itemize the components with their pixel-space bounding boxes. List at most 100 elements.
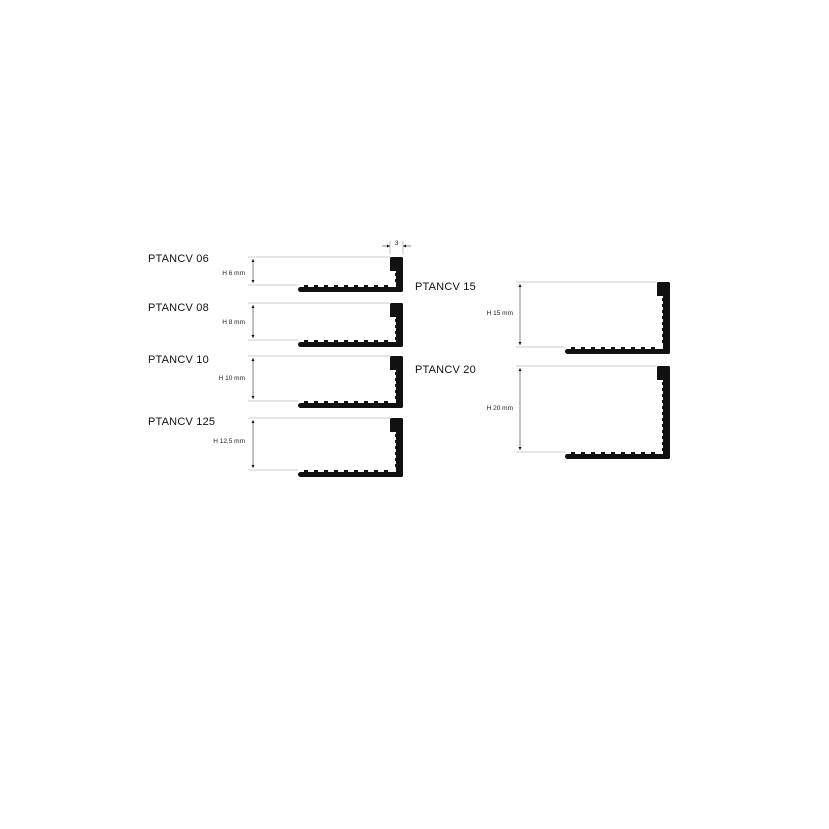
profile-10-section-flange	[298, 403, 403, 408]
profile-125: PTANCV 125 H 12,5 mm	[148, 416, 403, 477]
profile-15-name: PTANCV 15	[415, 281, 476, 293]
profile-10-section-base-serration	[304, 401, 308, 403]
profile-08-section-base-serration	[344, 340, 348, 342]
profile-06-section-base-serration	[384, 285, 388, 287]
profile-125-section-serration	[395, 464, 398, 467]
profile-20-section-serration	[662, 394, 665, 397]
profile-20-section-base-serration	[631, 452, 635, 454]
profile-10-section-base-serration	[334, 401, 338, 403]
profile-06-section-serration	[395, 273, 398, 276]
profile-125-section-serration	[395, 434, 398, 437]
profile-125-section-base-serration	[364, 470, 368, 472]
profile-10-section-base-serration	[314, 401, 318, 403]
profile-08-section-base-serration	[334, 340, 338, 342]
profile-20-section-serration	[662, 424, 665, 427]
profile-06-section-flange	[298, 287, 403, 292]
profile-06-section-inner-cut	[390, 271, 396, 287]
profile-06-name: PTANCV 06	[148, 253, 209, 265]
profile-08-section-base-serration	[364, 340, 368, 342]
profile-06-section	[298, 257, 403, 292]
profile-06-section-base-serration	[304, 285, 308, 287]
profile-10-section-base-serration	[324, 401, 328, 403]
profile-08-section-serration	[395, 331, 398, 334]
profile-125-section-flange	[298, 472, 403, 477]
profile-06-section-base-serration	[344, 285, 348, 287]
profile-06-section-base-serration	[364, 285, 368, 287]
profile-15-section-serration	[662, 340, 665, 343]
profile-125-section-serration	[395, 440, 398, 443]
profile-15-section-serration	[662, 310, 665, 313]
profile-20: PTANCV 20 H 20 mm	[415, 364, 670, 459]
profile-15-section-base-serration	[621, 347, 625, 349]
profile-06-section-base-serration	[334, 285, 338, 287]
profile-125-section-base-serration	[304, 470, 308, 472]
profile-10-section-serration	[395, 384, 398, 387]
profile-10-section-base-serration	[364, 401, 368, 403]
profile-15-section-base-serration	[641, 347, 645, 349]
profile-06-section-base-serration	[324, 285, 328, 287]
profile-125-height-label: H 12,5 mm	[213, 438, 245, 445]
profile-125-section-serration	[395, 452, 398, 455]
profile-06-section-base-serration	[354, 285, 358, 287]
profile-08-section-serration	[395, 325, 398, 328]
profile-15-section-base-serration	[611, 347, 615, 349]
profile-08: PTANCV 08 H 8 mm	[148, 302, 403, 347]
profile-10-section	[298, 356, 403, 408]
profile-15-section-serration	[662, 334, 665, 337]
profile-15-section-serration	[662, 316, 665, 319]
profile-15-height-label: H 15 mm	[487, 310, 513, 317]
profile-10-section-base-serration	[374, 401, 378, 403]
profile-06-height-label: H 6 mm	[222, 270, 245, 277]
profile-06: PTANCV 06 H 6 mm	[148, 253, 403, 292]
profile-20-section-serration	[662, 430, 665, 433]
profile-08-name: PTANCV 08	[148, 302, 209, 314]
profile-10-section-base-serration	[384, 401, 388, 403]
profile-15-section-inner-cut	[657, 296, 663, 349]
profile-20-section-base-serration	[641, 452, 645, 454]
profile-08-section-flange	[298, 342, 403, 347]
profile-10-section-base-serration	[354, 401, 358, 403]
profile-15-section-base-serration	[631, 347, 635, 349]
profile-20-section-serration	[662, 436, 665, 439]
profile-08-section-serration	[395, 319, 398, 322]
profile-10-name: PTANCV 10	[148, 354, 209, 366]
profile-20-height-label: H 20 mm	[487, 405, 513, 412]
profile-15-section-base-serration	[571, 347, 575, 349]
profile-20-section-base-serration	[571, 452, 575, 454]
profile-125-section-base-serration	[384, 470, 388, 472]
profile-125-section-base-serration	[324, 470, 328, 472]
profile-15-section-serration	[662, 304, 665, 307]
profile-20-section-serration	[662, 382, 665, 385]
profile-125-section-inner-cut	[390, 432, 396, 472]
profile-125-section-base-serration	[334, 470, 338, 472]
top-width-dimension: 3	[382, 240, 411, 254]
profile-125-section-base-serration	[374, 470, 378, 472]
profile-20-section-serration	[662, 406, 665, 409]
profile-10-height-label: H 10 mm	[219, 375, 245, 382]
profile-08-section-serration	[395, 337, 398, 340]
profile-15-section-flange	[565, 349, 670, 354]
profile-10-section-inner-cut	[390, 370, 396, 403]
profile-20-section-flange	[565, 454, 670, 459]
profile-125-section-base-serration	[314, 470, 318, 472]
profile-06-section-serration	[395, 279, 398, 282]
profile-10-section-serration	[395, 390, 398, 393]
profile-20-section-base-serration	[611, 452, 615, 454]
profile-15-section-base-serration	[651, 347, 655, 349]
profile-20-section-serration	[662, 412, 665, 415]
profile-20-section-base-serration	[591, 452, 595, 454]
profile-15-section-base-serration	[591, 347, 595, 349]
profile-08-section	[298, 303, 403, 347]
top-width-value: 3	[395, 240, 399, 247]
profile-20-section-serration	[662, 388, 665, 391]
profile-10: PTANCV 10 H 10 mm	[148, 354, 403, 408]
profile-08-section-base-serration	[314, 340, 318, 342]
profile-20-section-base-serration	[651, 452, 655, 454]
profile-08-section-base-serration	[354, 340, 358, 342]
profile-125-section-base-serration	[354, 470, 358, 472]
profile-20-name: PTANCV 20	[415, 364, 476, 376]
profile-08-section-base-serration	[374, 340, 378, 342]
profile-15-section	[565, 282, 670, 354]
